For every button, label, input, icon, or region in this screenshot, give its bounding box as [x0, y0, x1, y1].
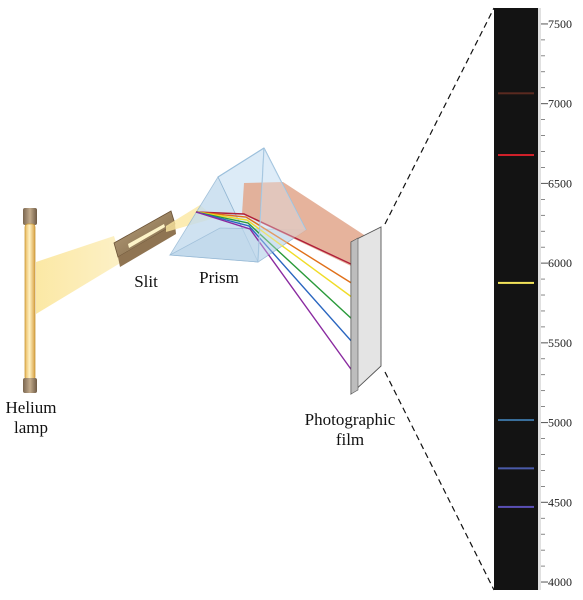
wavelength-scale: 7500 7000 6500 6000 5500 5000 4500 4000: [541, 17, 572, 589]
scale-label-4500: 4500: [548, 495, 572, 509]
photographic-film: [350, 226, 382, 396]
film-label-line2: film: [335, 430, 365, 449]
spectral-line-4713: [498, 467, 534, 470]
slit-label-text: Slit: [134, 272, 158, 291]
lamp-top-cap: [23, 208, 37, 225]
spectral-line-5876: [498, 281, 534, 284]
scale-label-6500: 6500: [548, 176, 572, 190]
lamp-label: Helium lamp: [0, 398, 62, 438]
film-edge: [350, 237, 359, 395]
scale-label-7000: 7000: [548, 97, 572, 111]
spectrum-strip: [494, 8, 538, 590]
scale-label-6000: 6000: [548, 256, 572, 270]
slit-plate-side: [118, 224, 176, 267]
spectral-line-6678: [498, 154, 534, 157]
scale-label-7500: 7500: [548, 17, 572, 31]
slit-plate: [113, 210, 176, 267]
slit-opening: [128, 224, 165, 248]
undispersed-beam: [242, 182, 381, 266]
film-label: Photographic film: [298, 410, 402, 450]
spectral-lines: [498, 92, 534, 508]
prism-label: Prism: [193, 268, 245, 288]
film-label-line1: Photographic: [304, 410, 396, 429]
prism-label-text: Prism: [199, 268, 239, 287]
projection-line-bottom: [384, 371, 495, 591]
lamp-bottom-cap: [23, 378, 37, 393]
spectral-line-4471: [498, 505, 534, 508]
helium-lamp: [23, 208, 37, 393]
spectral-line-7065: [498, 92, 534, 95]
slit-label: Slit: [128, 272, 164, 292]
prism-front-edges: [217, 147, 307, 263]
scale-label-5500: 5500: [548, 336, 572, 350]
scale-label-4000: 4000: [548, 575, 572, 589]
lamp-tube: [24, 223, 36, 381]
lamp-light-beam: [36, 236, 122, 314]
projection-line-top: [384, 7, 495, 225]
lamp-label-line1: Helium: [5, 398, 57, 417]
spectrum-scale-bar: [538, 8, 541, 590]
scale-label-5000: 5000: [548, 416, 572, 430]
spectral-line-5016: [498, 419, 534, 422]
lamp-label-line2: lamp: [14, 418, 48, 437]
